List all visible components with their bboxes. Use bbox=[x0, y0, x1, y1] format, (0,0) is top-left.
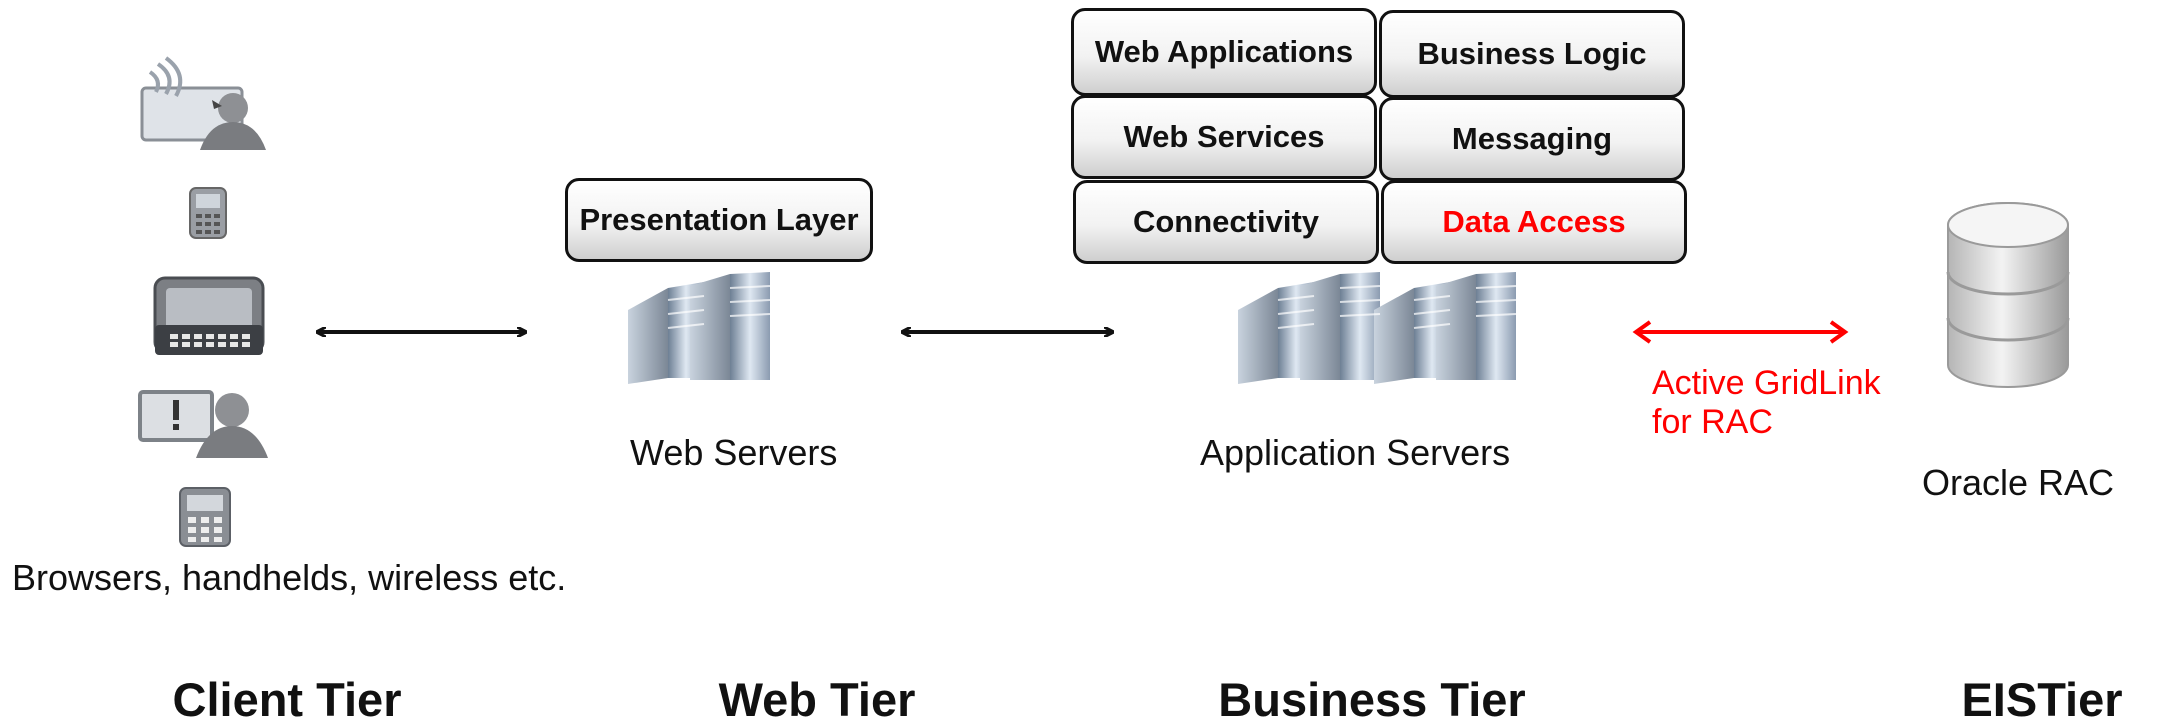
web-applications-box: Web Applications bbox=[1071, 8, 1377, 96]
app-server-icon bbox=[1238, 272, 1517, 384]
client-tier-title: Client Tier bbox=[172, 673, 402, 726]
business-logic-box: Business Logic bbox=[1379, 10, 1685, 98]
business-eis-arrow bbox=[1632, 320, 1849, 344]
web-servers-label: Web Servers bbox=[630, 432, 838, 473]
messaging-box: Messaging bbox=[1379, 97, 1685, 181]
presentation-layer-box: Presentation Layer bbox=[565, 178, 873, 262]
pda-icon bbox=[179, 487, 231, 547]
web-tier-title: Web Tier bbox=[718, 673, 916, 726]
connectivity-box: Connectivity bbox=[1073, 180, 1379, 264]
web-server-icon bbox=[628, 272, 771, 384]
database-icon bbox=[1946, 202, 2070, 388]
business-tier-title: Business Tier bbox=[1218, 673, 1526, 726]
cell-phone-icon bbox=[189, 187, 227, 239]
oracle-rac-label: Oracle RAC bbox=[1922, 462, 2115, 503]
desktop-user-icon bbox=[138, 390, 268, 458]
web-services-box: Web Services bbox=[1071, 95, 1377, 179]
handheld-device-icon bbox=[153, 276, 265, 355]
application-servers-label: Application Servers bbox=[1200, 432, 1511, 473]
client-caption: Browsers, handhelds, wireless etc. bbox=[12, 557, 567, 598]
wireless-user-icon bbox=[140, 56, 266, 150]
data-access-box: Data Access bbox=[1381, 180, 1687, 264]
active-gridlink-label: Active GridLink for RAC bbox=[1652, 364, 1881, 442]
eis-tier-title: EISTier bbox=[1961, 673, 2123, 726]
